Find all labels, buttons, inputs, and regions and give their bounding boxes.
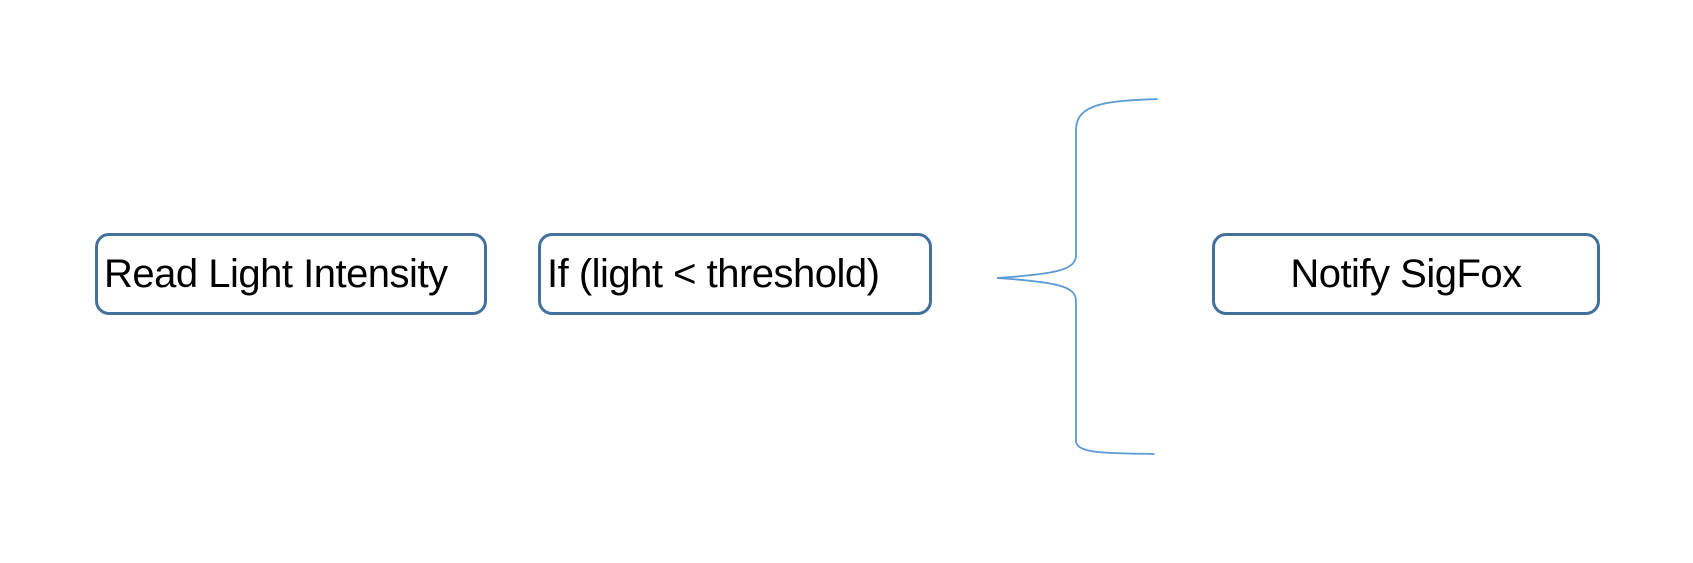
node-if-light-threshold: If (light < threshold) [538, 233, 932, 315]
node-label: If (light < threshold) [547, 251, 880, 296]
left-brace-connector [996, 98, 1158, 455]
node-label: Read Light Intensity [104, 251, 448, 296]
node-notify-sigfox: Notify SigFox [1212, 233, 1600, 315]
brace-path [996, 98, 1158, 455]
node-read-light-intensity: Read Light Intensity [95, 233, 487, 315]
node-label: Notify SigFox [1290, 251, 1522, 296]
